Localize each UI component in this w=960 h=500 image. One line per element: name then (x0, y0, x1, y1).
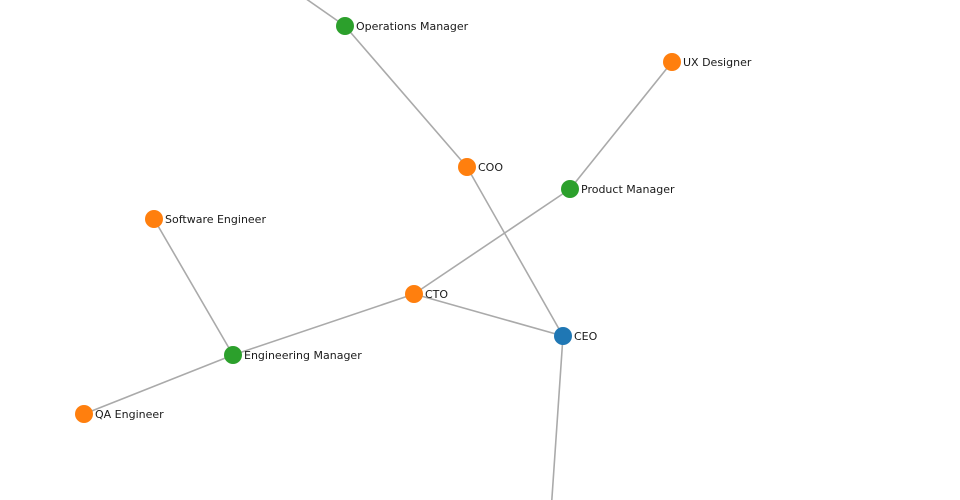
graph-node-operations_manager[interactable]: Operations Manager (336, 17, 469, 35)
graph-edge-operations_manager-to-coo (344, 25, 468, 168)
graph-node-software_engineer[interactable]: Software Engineer (145, 210, 266, 228)
node-label-qa_engineer: QA Engineer (95, 408, 164, 421)
graph-edge-product_manager-to-cto (413, 188, 571, 295)
node-marker-ceo[interactable] (554, 327, 572, 345)
graph-node-ux_designer[interactable]: UX Designer (663, 53, 752, 71)
node-label-ux_designer: UX Designer (683, 56, 752, 69)
graph-edge-engineering_manager-to-qa_engineer (83, 354, 234, 415)
graph-node-coo[interactable]: COO (458, 158, 503, 176)
node-marker-software_engineer[interactable] (145, 210, 163, 228)
node-label-operations_manager: Operations Manager (356, 20, 469, 33)
graph-edge-ux_designer-to-product_manager (569, 61, 673, 190)
graph-edge-cto-to-ceo (413, 293, 564, 337)
node-label-cto: CTO (425, 288, 448, 301)
graph-node-ceo[interactable]: CEO (554, 327, 598, 345)
node-label-engineering_manager: Engineering Manager (244, 349, 362, 362)
graph-node-qa_engineer[interactable]: QA Engineer (75, 405, 164, 423)
graph-edge-coo-to-ceo (466, 166, 564, 337)
graph-edge-ceo-to-offscreen_bottom (551, 335, 564, 500)
node-marker-engineering_manager[interactable] (224, 346, 242, 364)
node-label-coo: COO (478, 161, 503, 174)
graph-edge-software_engineer-to-engineering_manager (153, 218, 234, 356)
node-marker-operations_manager[interactable] (336, 17, 354, 35)
node-marker-coo[interactable] (458, 158, 476, 176)
node-label-product_manager: Product Manager (581, 183, 675, 196)
graph-edge-cto-to-engineering_manager (232, 293, 415, 356)
node-marker-qa_engineer[interactable] (75, 405, 93, 423)
node-marker-cto[interactable] (405, 285, 423, 303)
graph-node-product_manager[interactable]: Product Manager (561, 180, 675, 198)
node-label-ceo: CEO (574, 330, 598, 343)
graph-node-cto[interactable]: CTO (405, 285, 448, 303)
edges-layer (83, 0, 673, 500)
node-marker-ux_designer[interactable] (663, 53, 681, 71)
node-marker-product_manager[interactable] (561, 180, 579, 198)
node-label-software_engineer: Software Engineer (165, 213, 266, 226)
graph-node-engineering_manager[interactable]: Engineering Manager (224, 346, 362, 364)
